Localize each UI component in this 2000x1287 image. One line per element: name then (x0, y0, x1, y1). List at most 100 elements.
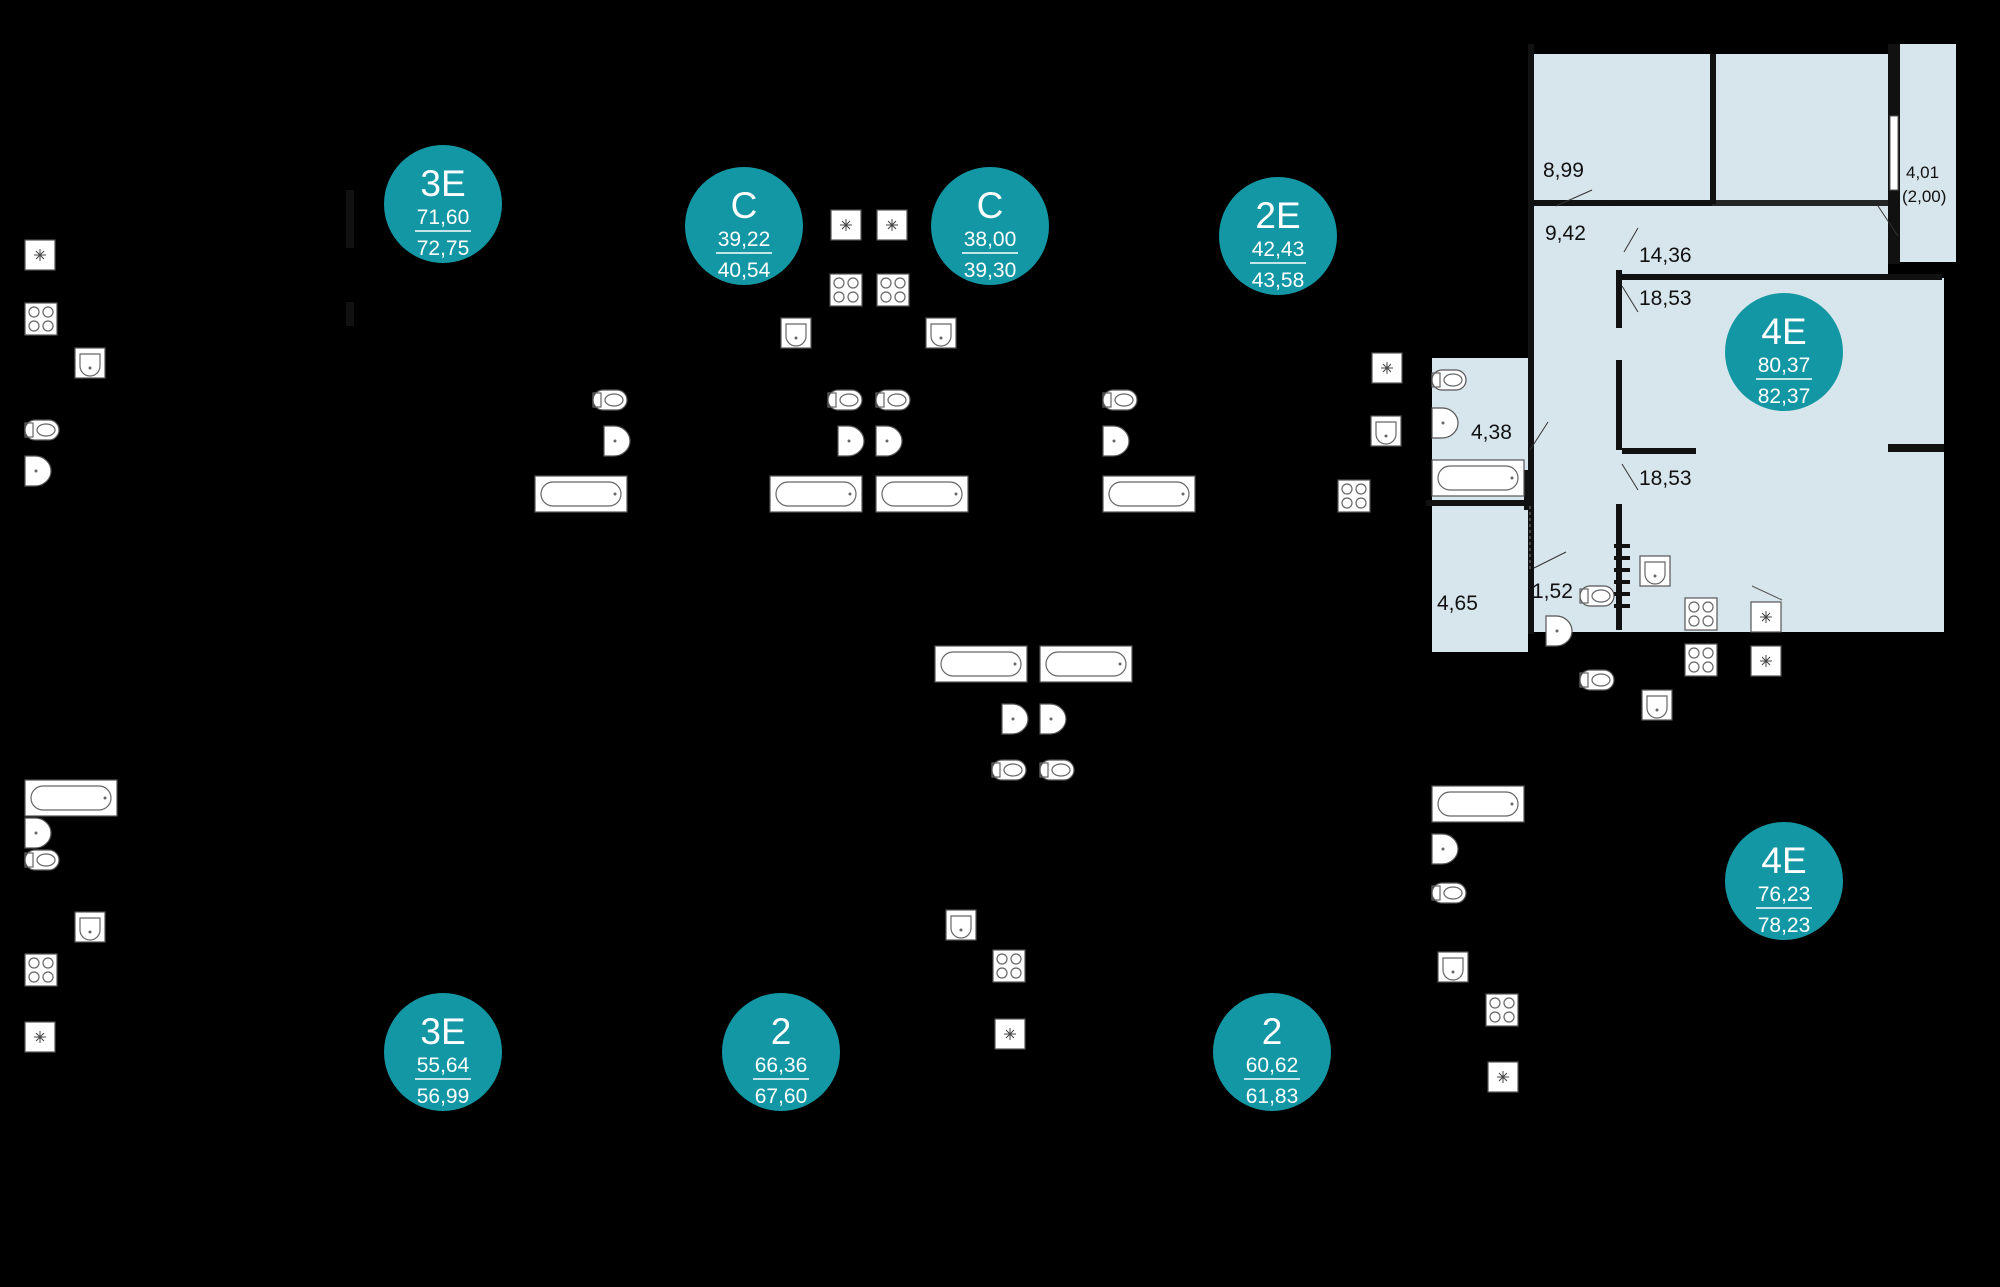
room-area-label: 4,38 (1471, 421, 1512, 444)
apartment-badge[interactable]: C 38,00 39,30 (931, 167, 1049, 285)
bathtub-icon (1039, 645, 1133, 683)
washbasin-icon (24, 817, 52, 849)
room-area-label: 8,99 (1543, 159, 1584, 182)
badge-living-area: 66,36 (755, 1054, 808, 1077)
badge-living-area: 80,37 (1758, 354, 1811, 377)
badge-type: 2 (1262, 1011, 1283, 1052)
washbasin-icon (1545, 615, 1573, 647)
badge-living-area: 55,64 (417, 1054, 470, 1077)
badge-total-area: 67,60 (755, 1085, 808, 1108)
badge-type: 2 (771, 1011, 792, 1052)
bathtub-icon (534, 475, 628, 513)
toilet-icon (1431, 369, 1467, 391)
ventilation-icon (994, 1018, 1026, 1050)
stove-icon (1684, 643, 1718, 677)
toilet-icon (24, 419, 60, 441)
stove-icon (1485, 993, 1519, 1027)
apartment-badge[interactable]: 4E 80,37 82,37 (1725, 293, 1843, 411)
toilet-icon (1431, 882, 1467, 904)
kitchen-sink-icon (1437, 951, 1469, 983)
ventilation-icon (24, 239, 56, 271)
washbasin-icon (837, 425, 865, 457)
room-labels: 8,99 9,42 14,36 18,53 4,01 (2,00) 4,38 1… (1437, 159, 1946, 615)
washbasin-icon (1001, 703, 1029, 735)
badge-total-area: 61,83 (1246, 1085, 1299, 1108)
room-area-label: 18,53 (1639, 467, 1692, 490)
toilet-icon (991, 759, 1027, 781)
kitchen-sink-icon (1641, 689, 1673, 721)
apartment-4e-highlight (1432, 44, 1956, 652)
stove-icon (829, 273, 863, 307)
toilet-icon (1102, 389, 1138, 411)
badge-type: 4E (1761, 311, 1806, 352)
bathtub-icon (1431, 459, 1525, 497)
ventilation-icon (876, 209, 908, 241)
toilet-icon (875, 389, 911, 411)
badge-type: 3E (420, 1011, 465, 1052)
kitchen-sink-icon (1370, 415, 1402, 447)
ventilation-icon (1487, 1061, 1519, 1093)
toilet-icon (24, 849, 60, 871)
apartment-badge[interactable]: 3E 71,60 72,75 (384, 145, 502, 263)
room-area-label: 18,53 (1639, 287, 1692, 310)
ventilation-icon (1371, 352, 1403, 384)
bathtub-icon (1102, 475, 1196, 513)
washbasin-icon (1039, 703, 1067, 735)
washbasin-icon (1431, 407, 1459, 439)
apartment-badge[interactable]: 4E 76,23 78,23 (1725, 822, 1843, 940)
toilet-icon (592, 389, 628, 411)
room-area-label: (2,00) (1902, 187, 1946, 206)
apartment-badge[interactable]: 2 60,62 61,83 (1213, 993, 1331, 1111)
badge-total-area: 78,23 (1758, 914, 1811, 937)
badge-total-area: 43,58 (1252, 269, 1305, 292)
bathtub-icon (1431, 785, 1525, 823)
badge-total-area: 39,30 (964, 259, 1017, 282)
apartment-badge[interactable]: 2E 42,43 43,58 (1219, 177, 1337, 295)
toilet-icon (1039, 759, 1075, 781)
apartment-4e-walls (1426, 44, 1944, 634)
badge-type: C (731, 185, 758, 226)
stove-icon (1684, 597, 1718, 631)
washbasin-icon (24, 455, 52, 487)
kitchen-sink-icon (74, 347, 106, 379)
badge-type: C (977, 185, 1004, 226)
washbasin-icon (1102, 425, 1130, 457)
badge-living-area: 71,60 (417, 206, 470, 229)
apartment-badge[interactable]: 3E 55,64 56,99 (384, 993, 502, 1111)
badge-type: 4E (1761, 840, 1806, 881)
apartment-badge[interactable]: 2 66,36 67,60 (722, 993, 840, 1111)
room-area-label: 4,01 (1906, 163, 1939, 182)
badge-living-area: 60,62 (1246, 1054, 1299, 1077)
room-area-label: 14,36 (1639, 244, 1692, 267)
apartment-badges: 3E 71,60 72,75 C 39,22 40,54 C 38,00 39,… (384, 145, 1843, 1111)
bathtub-icon (769, 475, 863, 513)
badge-living-area: 76,23 (1758, 883, 1811, 906)
stove-icon (24, 302, 58, 336)
badge-type: 2E (1255, 195, 1300, 236)
bathtub-icon (24, 779, 118, 817)
bathtub-icon (875, 475, 969, 513)
washbasin-icon (1431, 833, 1459, 865)
kitchen-sink-icon (780, 317, 812, 349)
room-area-label: 4,65 (1437, 592, 1478, 615)
toilet-icon (1579, 669, 1615, 691)
badge-living-area: 39,22 (718, 228, 771, 251)
apartment-badge[interactable]: C 39,22 40,54 (685, 167, 803, 285)
bathtub-icon (934, 645, 1028, 683)
toilet-icon (827, 389, 863, 411)
stove-icon (24, 953, 58, 987)
washbasin-icon (875, 425, 903, 457)
kitchen-sink-icon (925, 317, 957, 349)
ventilation-icon (24, 1021, 56, 1053)
room-area-label: 1,52 (1532, 580, 1573, 603)
toilet-icon (1579, 585, 1615, 607)
ventilation-icon (830, 209, 862, 241)
stove-icon (876, 273, 910, 307)
badge-total-area: 56,99 (417, 1085, 470, 1108)
badge-living-area: 42,43 (1252, 238, 1305, 261)
stove-icon (1337, 479, 1371, 513)
badge-total-area: 40,54 (718, 259, 771, 282)
ventilation-icon (1750, 601, 1782, 633)
badge-living-area: 38,00 (964, 228, 1017, 251)
